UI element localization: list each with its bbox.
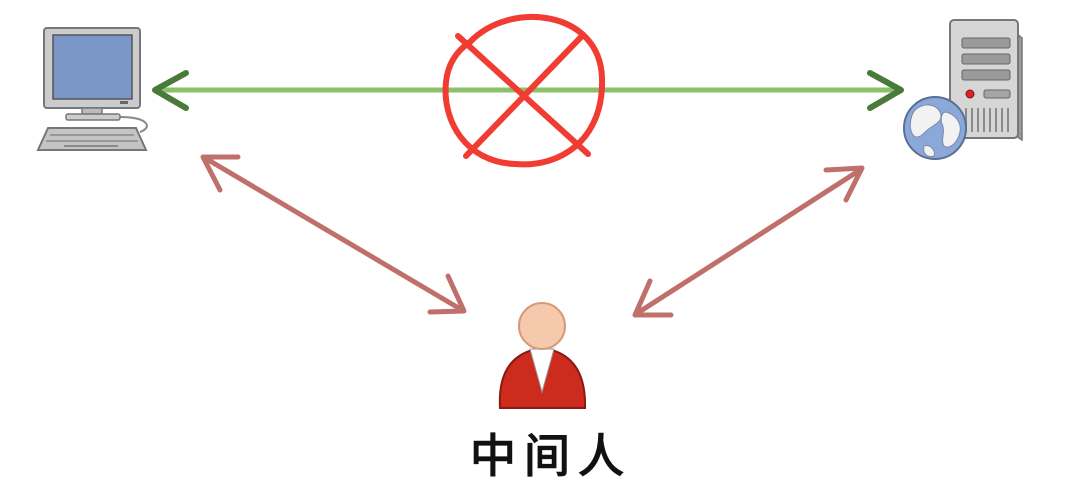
client-attacker-arrowhead-attacker — [427, 273, 467, 315]
server-drive-bay-3 — [961, 69, 1011, 81]
globe-continent-2 — [940, 111, 961, 148]
server-button — [983, 89, 1011, 99]
monitor-stand — [81, 107, 103, 115]
attacker-server-arrowhead-attacker — [632, 278, 674, 318]
person-head — [518, 302, 566, 350]
attacker-server-line — [633, 167, 863, 317]
monitor-screen — [52, 34, 133, 100]
client-side-arrowhead — [152, 70, 189, 111]
server-drive-bay-2 — [961, 53, 1011, 65]
keyboard — [36, 127, 148, 151]
blocked-cross-stroke-2 — [463, 33, 585, 159]
desktop-computer-icon — [36, 27, 148, 151]
server-power-light — [965, 89, 975, 99]
server-drive-bay-1 — [961, 37, 1011, 49]
mitm-label: 中间人 — [470, 429, 632, 483]
client-attacker-line — [202, 155, 465, 313]
attacker-server-connection — [632, 165, 865, 318]
web-server-icon — [903, 19, 1023, 160]
globe-icon — [903, 96, 967, 160]
monitor-base — [65, 113, 121, 121]
attacker-server-arrowhead-server — [823, 165, 865, 203]
client-attacker-connection — [200, 154, 467, 315]
blocked-mark-icon — [442, 13, 606, 168]
client-attacker-arrowhead-client — [200, 154, 241, 193]
monitor-power-light — [120, 101, 128, 104]
keyboard-cable — [119, 116, 148, 133]
globe-continent-1 — [909, 104, 942, 138]
globe-continent-3 — [923, 145, 935, 157]
blocked-circle — [442, 13, 606, 168]
person-icon — [498, 302, 587, 409]
server-side-arrowhead — [867, 70, 904, 111]
